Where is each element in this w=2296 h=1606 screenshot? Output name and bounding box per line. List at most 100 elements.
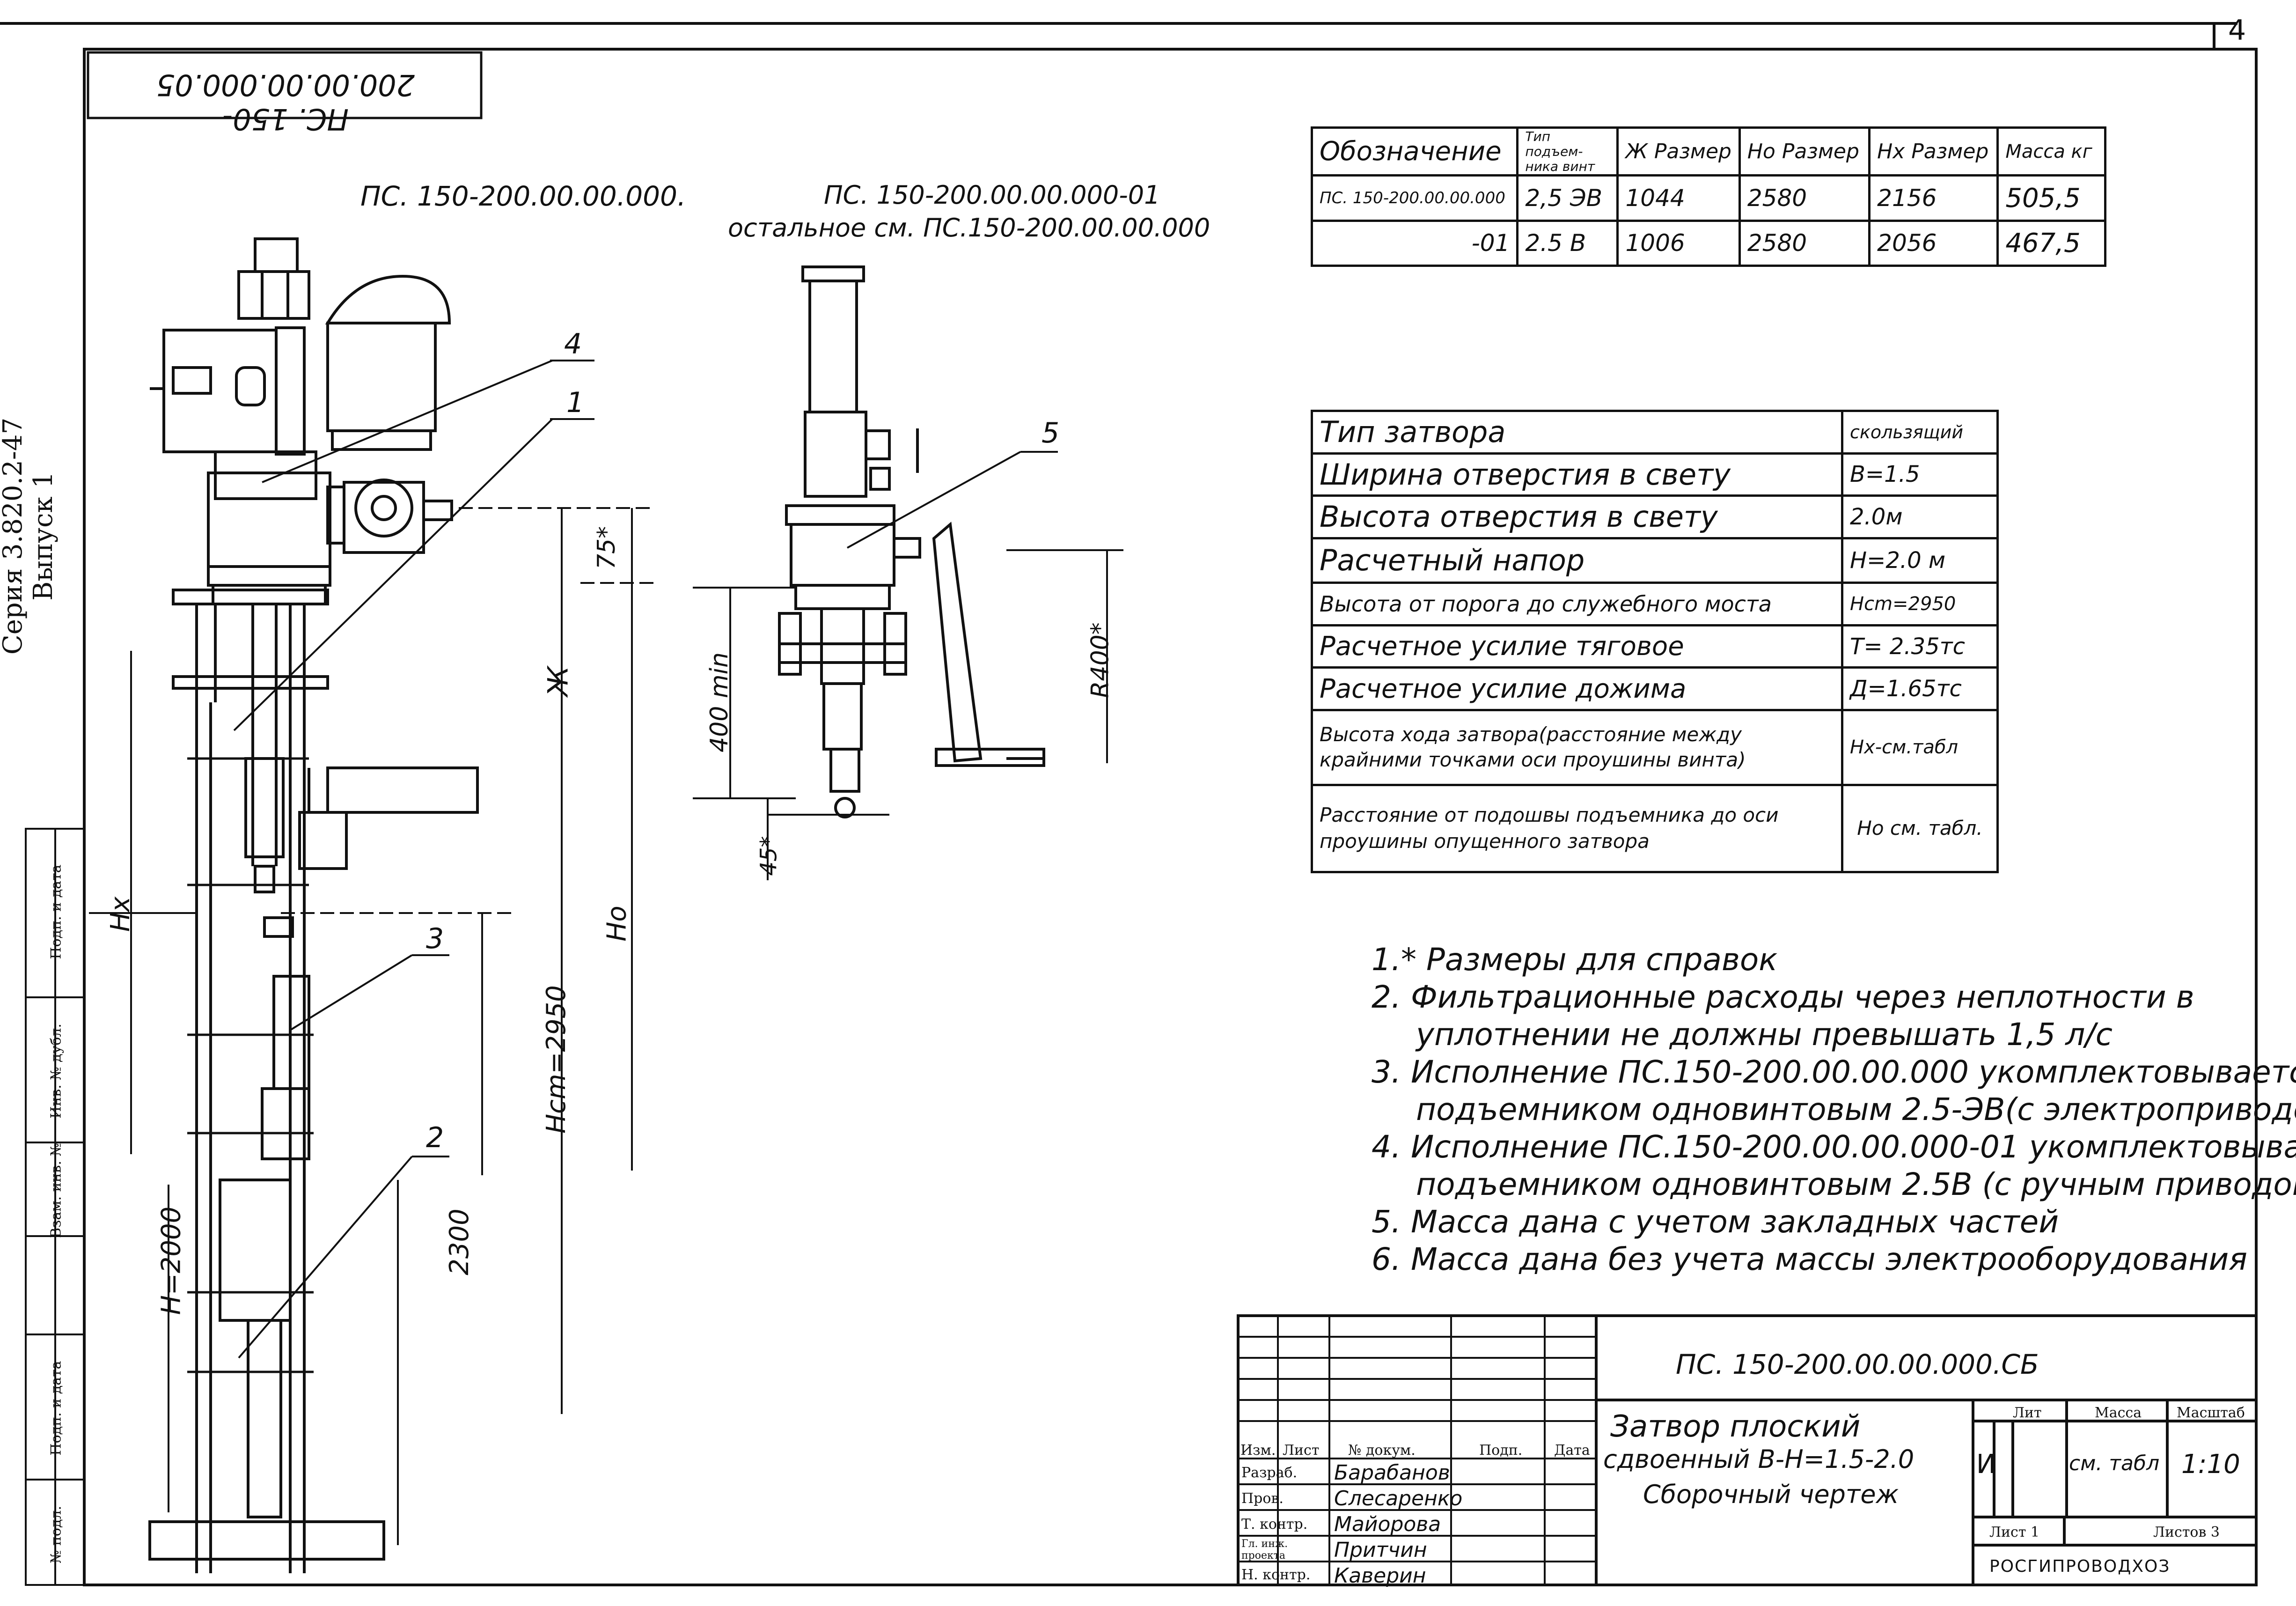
param-value: Hcm=2950 bbox=[1841, 582, 1999, 626]
spec-cell: 1006 bbox=[1616, 219, 1741, 267]
right-view-subtitle: остальное см. ПС.150-200.00.00.000 bbox=[728, 213, 1210, 243]
tb-role: Пров. bbox=[1241, 1490, 1284, 1507]
tb-col-sign: Подп. bbox=[1479, 1442, 1523, 1459]
tb-person: Барабанов bbox=[1334, 1461, 1450, 1485]
note-line: 4. Исполнение ПС.150-200.00.00.000-01 ук… bbox=[1372, 1129, 2296, 1165]
tb-role: Гл. инж. проекта bbox=[1241, 1538, 1288, 1562]
tb-designation: ПС. 150-200.00.00.000.СБ bbox=[1676, 1348, 2039, 1380]
spec-cell: ПС. 150-200.00.00.000 bbox=[1310, 174, 1519, 222]
spec-cell: 2056 bbox=[1868, 219, 1999, 267]
callout-5: 5 bbox=[1042, 417, 1060, 449]
spec-col-hoist: Тип подъем-ника винт bbox=[1516, 126, 1619, 177]
spec-col-designation: Обозначение bbox=[1310, 126, 1519, 177]
dim-2300: 2300 bbox=[444, 1208, 475, 1275]
tb-scale-value: 1:10 bbox=[2181, 1449, 2240, 1480]
dim-hx: Hx bbox=[105, 896, 136, 932]
side-stamp-3: Взам. инв. № bbox=[48, 1142, 65, 1238]
param-value: Д=1.65тс bbox=[1841, 666, 1999, 711]
param-value: T= 2.35тс bbox=[1841, 624, 1999, 669]
spec-col-zh: Ж Размер bbox=[1616, 126, 1741, 177]
tb-name-1: Затвор плоский bbox=[1610, 1409, 1861, 1444]
spec-cell: 2.5 В bbox=[1516, 219, 1619, 267]
callout-1: 1 bbox=[566, 386, 585, 419]
dim-zh: Ж bbox=[542, 666, 575, 697]
param-value: Hо см. табл. bbox=[1841, 783, 1999, 874]
callout-4: 4 bbox=[564, 328, 582, 361]
tb-scale-label: Масштаб bbox=[2177, 1405, 2245, 1421]
side-stamp-4: Подп. и дата bbox=[48, 1361, 65, 1456]
param-value: Hx-см.табл bbox=[1841, 708, 1999, 786]
side-stamp-lines bbox=[25, 828, 85, 1586]
dim-45: 45* bbox=[756, 836, 782, 876]
tb-mass-label: Масса bbox=[2095, 1405, 2142, 1421]
note-line: 6. Масса дана без учета массы электрообо… bbox=[1372, 1241, 2247, 1277]
tb-role: Разраб. bbox=[1241, 1465, 1298, 1481]
right-view-title: ПС. 150-200.00.00.000-01 bbox=[824, 180, 1160, 210]
note-line: 1.* Размеры для справок bbox=[1372, 942, 1778, 978]
side-stamp-1: Подп. и дата bbox=[48, 864, 65, 959]
dim-hcm: Hcm=2950 bbox=[541, 985, 572, 1134]
spec-table-header: Обозначение Тип подъем-ника винт Ж Разме… bbox=[1310, 126, 2106, 177]
tb-col-date: Дата bbox=[1554, 1442, 1590, 1459]
spec-cell: 1044 bbox=[1616, 174, 1741, 222]
spec-row: ПС. 150-200.00.00.000 2,5 ЭВ 1044 2580 2… bbox=[1310, 174, 2106, 222]
tb-mass-value: см. табл bbox=[2069, 1451, 2160, 1475]
param-value: скользящий bbox=[1841, 410, 1999, 455]
tb-col-doc: № докум. bbox=[1348, 1442, 1416, 1459]
callout-2: 2 bbox=[426, 1121, 444, 1154]
tb-organization: РОСГИПРОВОДХОЗ bbox=[1989, 1557, 2171, 1576]
spec-cell: 467,5 bbox=[1996, 219, 2106, 267]
note-line: уплотнении не должны превышать 1,5 л/с bbox=[1416, 1017, 2113, 1053]
dim-r400: R400* bbox=[1086, 622, 1115, 698]
side-stamp-5: № подл. bbox=[48, 1505, 65, 1564]
spec-col-mass: Масса кг bbox=[1996, 126, 2106, 177]
param-value: B=1.5 bbox=[1841, 452, 1999, 497]
tb-lit-value: И bbox=[1976, 1449, 1996, 1480]
param-label: Высота хода затвора(расстояние между кра… bbox=[1311, 708, 1843, 786]
param-label: Расчетный напор bbox=[1311, 537, 1843, 584]
note-line: 3. Исполнение ПС.150-200.00.00.000 укомп… bbox=[1372, 1054, 2296, 1090]
spec-cell: 505,5 bbox=[1996, 174, 2106, 222]
stamp-box bbox=[87, 51, 483, 119]
tb-lit-label: Лит bbox=[2013, 1405, 2042, 1421]
spec-table: Обозначение Тип подъем-ника винт Ж Разме… bbox=[1310, 126, 2106, 267]
left-view-gate bbox=[89, 237, 655, 1573]
tb-col-izm: Изм. bbox=[1240, 1442, 1276, 1459]
param-label: Ширина отверстия в свету bbox=[1311, 452, 1843, 497]
notes-block: 1.* Размеры для справок 2. Фильтрационны… bbox=[1372, 941, 2296, 1278]
dim-400min: 400 min bbox=[705, 652, 734, 752]
tb-col-list: Лист bbox=[1283, 1442, 1320, 1459]
series-label: Серия 3.820.2-47 Выпуск 1 bbox=[0, 417, 59, 655]
dim-ho: Hо bbox=[602, 906, 632, 942]
spec-cell: -01 bbox=[1310, 219, 1519, 267]
tb-sheets: Листов 3 bbox=[2153, 1524, 2220, 1540]
stamp-code: ПС. 150-200.00.00.000.05 bbox=[156, 68, 415, 136]
tb-person: Притчин bbox=[1334, 1538, 1427, 1562]
param-value: 2.0м bbox=[1841, 494, 1999, 539]
tb-person: Слесаренко bbox=[1334, 1487, 1463, 1510]
inner-frame bbox=[83, 48, 2258, 1586]
param-label: Расчетное усилие дожима bbox=[1311, 666, 1843, 711]
tb-name-3: Сборочный чертеж bbox=[1643, 1480, 1899, 1509]
tb-sheet: Лист 1 bbox=[1989, 1524, 2040, 1540]
tb-role: Т. контр. bbox=[1241, 1516, 1308, 1532]
left-view-title: ПС. 150-200.00.00.000. bbox=[360, 180, 686, 212]
spec-cell: 2580 bbox=[1738, 219, 1871, 267]
page-number: 4 bbox=[2228, 14, 2246, 47]
dim-h2000: H=2000 bbox=[156, 1206, 187, 1315]
tb-role: Н. контр. bbox=[1241, 1567, 1311, 1583]
param-label: Тип затвора bbox=[1311, 410, 1843, 455]
right-view-gate bbox=[693, 265, 1123, 880]
note-line: подъемником одновинтовым 2.5В (с ручным … bbox=[1416, 1166, 2296, 1202]
spec-row: -01 2.5 В 1006 2580 2056 467,5 bbox=[1310, 219, 2106, 267]
param-label: Высота от порога до служебного моста bbox=[1311, 582, 1843, 626]
param-value: H=2.0 м bbox=[1841, 537, 1999, 584]
note-line: подъемником одновинтовым 2.5-ЭВ(с электр… bbox=[1416, 1091, 2296, 1127]
param-label: Расчетное усилие тяговое bbox=[1311, 624, 1843, 669]
param-label: Расстояние от подошвы подъемника до оси … bbox=[1311, 783, 1843, 874]
title-block-lines bbox=[1237, 1314, 2258, 1586]
note-line: 5. Масса дана с учетом закладных частей bbox=[1372, 1204, 2059, 1240]
tb-person: Каверин bbox=[1334, 1564, 1426, 1588]
